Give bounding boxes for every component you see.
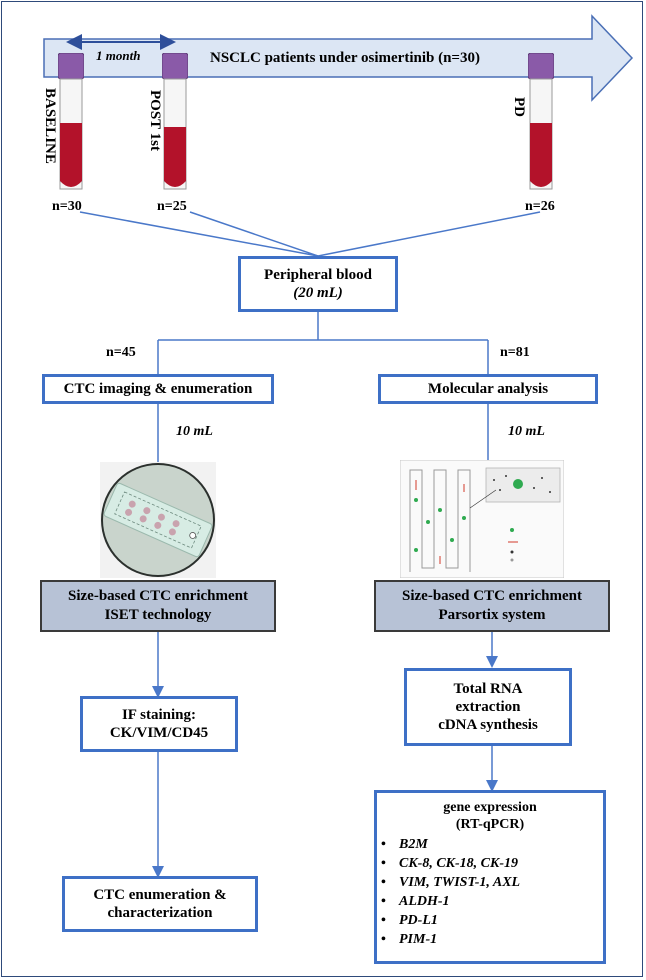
right-branch-n: n=81 xyxy=(500,345,530,360)
gene-list-item: VIM, TWIST-1, AXL xyxy=(377,873,520,892)
left-volume: 10 mL xyxy=(176,424,213,439)
timeline-title: NSCLC patients under osimertinib (n=30) xyxy=(210,50,480,66)
peripheral-blood-label: Peripheral blood xyxy=(264,267,372,283)
gene-expression-subtitle: (RT-qPCR) xyxy=(455,817,525,832)
rna-extraction-box: Total RNA extraction cDNA synthesis xyxy=(404,668,572,746)
gene-list-item: PIM-1 xyxy=(377,930,520,949)
gene-expression-title: gene expression xyxy=(443,800,537,815)
blood-tube-baseline xyxy=(58,53,84,190)
if-staining-box: IF staining: CK/VIM/CD45 xyxy=(80,696,238,752)
parsortix-enrichment-line1: Size-based CTC enrichment xyxy=(402,588,582,604)
left-branch-n: n=45 xyxy=(106,345,136,360)
if-staining-line2: CK/VIM/CD45 xyxy=(109,725,209,741)
iset-enrichment-box: Size-based CTC enrichment ISET technolog… xyxy=(40,580,276,632)
interval-label: 1 month xyxy=(96,48,141,63)
tube-label-pd: PD xyxy=(511,97,527,117)
if-staining-line1: IF staining: xyxy=(121,707,197,723)
right-volume: 10 mL xyxy=(508,424,545,439)
iset-enrichment-line2: ISET technology xyxy=(104,607,212,623)
tube-n-pd: n=26 xyxy=(525,199,555,214)
tube-n-baseline: n=30 xyxy=(52,199,82,214)
blood-tube-pd xyxy=(528,53,554,190)
iset-enrichment-line1: Size-based CTC enrichment xyxy=(68,588,248,604)
tube-label-post1st: POST 1st xyxy=(147,90,163,151)
tube-label-baseline: BASELINE xyxy=(42,88,58,164)
blood-tube-post1st xyxy=(162,53,188,190)
ctc-enumeration-line2: characterization xyxy=(107,905,213,921)
tube-n-post1st: n=25 xyxy=(157,199,187,214)
peripheral-blood-box: Peripheral blood (20 mL) xyxy=(238,256,398,312)
parsortix-schematic-image xyxy=(400,460,564,578)
parsortix-enrichment-box: Size-based CTC enrichment Parsortix syst… xyxy=(374,580,610,632)
ctc-enumeration-box: CTC enumeration & characterization xyxy=(62,876,258,932)
rna-extraction-line2: extraction xyxy=(455,699,521,715)
iset-filter-image xyxy=(100,462,216,578)
gene-list-item: ALDH-1 xyxy=(377,892,520,911)
gene-list-item: CK-8, CK-18, CK-19 xyxy=(377,854,520,873)
ctc-imaging-box: CTC imaging & enumeration xyxy=(42,374,274,404)
molecular-analysis-label: Molecular analysis xyxy=(427,381,549,397)
rna-extraction-line1: Total RNA xyxy=(453,681,523,697)
timeline-arrow xyxy=(43,14,634,102)
ctc-imaging-label: CTC imaging & enumeration xyxy=(63,381,253,397)
gene-list-item: B2M xyxy=(377,835,520,854)
gene-list: B2M CK-8, CK-18, CK-19 VIM, TWIST-1, AXL… xyxy=(377,835,520,949)
gene-list-item: PD-L1 xyxy=(377,911,520,930)
parsortix-enrichment-line2: Parsortix system xyxy=(438,607,546,623)
ctc-enumeration-line1: CTC enumeration & xyxy=(93,887,227,903)
peripheral-blood-volume: (20 mL) xyxy=(293,285,343,301)
gene-expression-box: gene expression (RT-qPCR) B2M CK-8, CK-1… xyxy=(374,790,606,964)
molecular-analysis-box: Molecular analysis xyxy=(378,374,598,404)
rna-extraction-line3: cDNA synthesis xyxy=(438,717,538,733)
